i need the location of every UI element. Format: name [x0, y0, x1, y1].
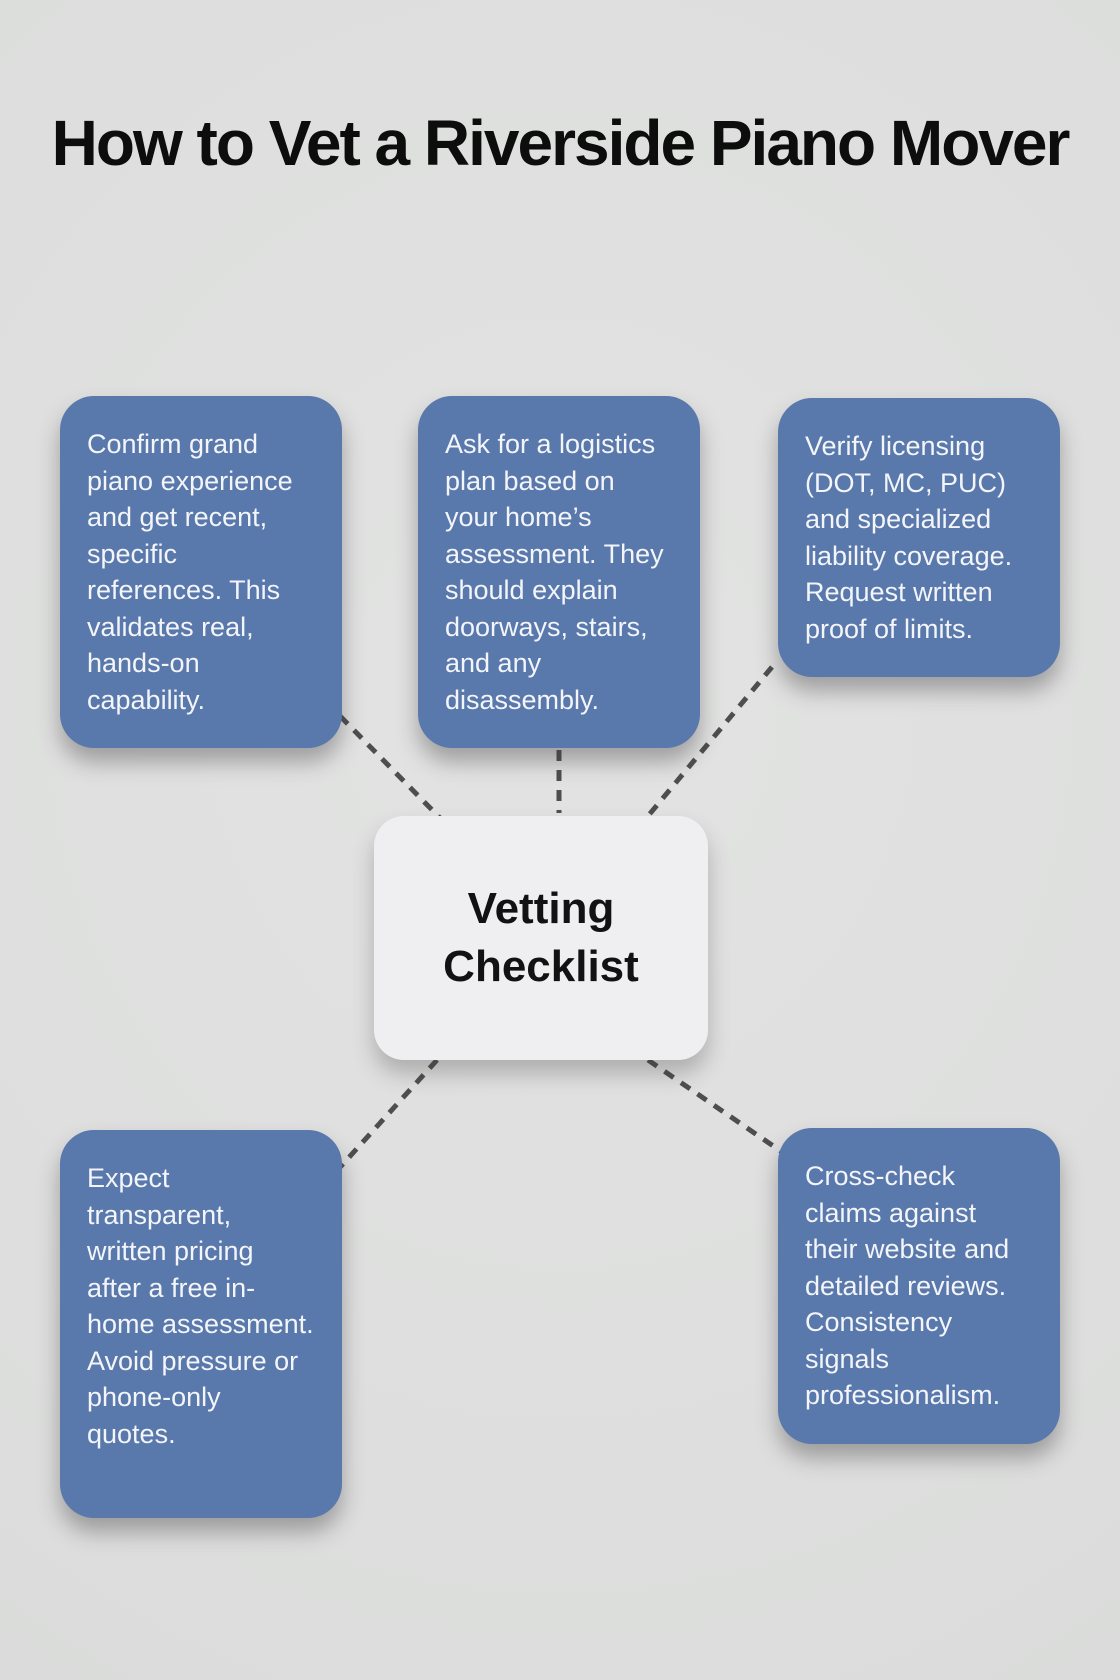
node-logistics: Ask for a logistics plan based on your h…: [418, 396, 700, 748]
node-reviews-text: Cross-check claims against their website…: [805, 1161, 1010, 1410]
connector-line-reviews: [646, 1057, 784, 1155]
node-logistics-text: Ask for a logistics plan based on your h…: [445, 429, 664, 715]
center-node-label: Vetting Checklist: [443, 883, 639, 991]
node-experience-text: Confirm grand piano experience and get r…: [87, 429, 293, 715]
node-reviews: Cross-check claims against their website…: [778, 1128, 1060, 1444]
node-center: Vetting Checklist: [374, 816, 708, 1060]
node-licensing: Verify licensing (DOT, MC, PUC) and spec…: [778, 398, 1060, 677]
node-experience: Confirm grand piano experience and get r…: [60, 396, 342, 748]
node-pricing: Expect transparent, written pricing afte…: [60, 1130, 342, 1518]
connector-line-pricing: [331, 1058, 439, 1177]
page-title: How to Vet a Riverside Piano Mover: [51, 107, 1071, 179]
node-pricing-text: Expect transparent, written pricing afte…: [87, 1163, 314, 1449]
node-licensing-text: Verify licensing (DOT, MC, PUC) and spec…: [805, 431, 1013, 644]
